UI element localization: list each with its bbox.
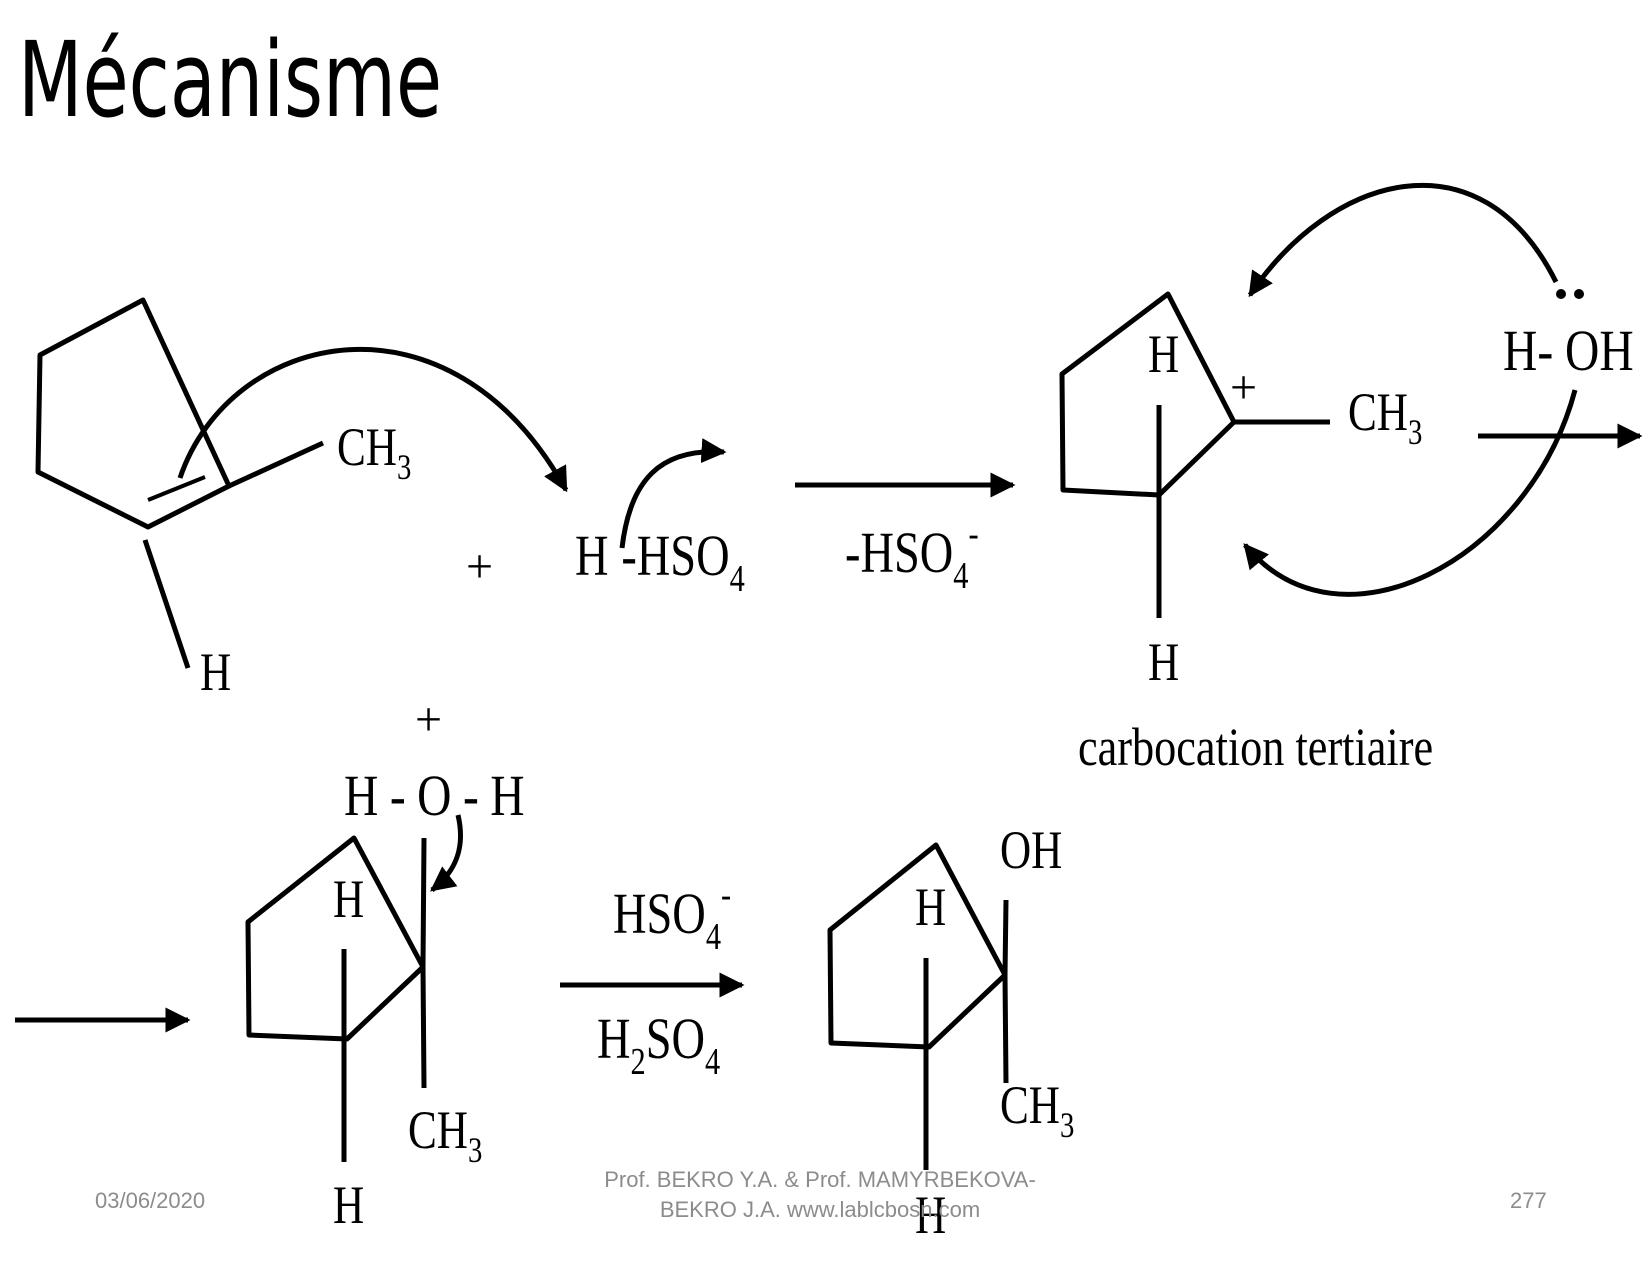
double-bond-inner [147,475,206,502]
alcohol-h-bottom: H [915,1184,946,1245]
oxonium-methyl-bond [420,966,427,1089]
slide-title: Mécanisme [18,19,443,141]
footer-authors: Prof. BEKRO Y.A. & Prof. MAMYRBEKOVA- BE… [560,1165,1080,1225]
footer-date: 03/06/2020 [95,1188,206,1213]
alcohol-h-top: H [915,876,946,937]
alcohol-methyl-bond [1002,974,1009,1084]
cyclopentene-ring [35,297,232,530]
alcohol-methyl-label: CH3 [1000,1074,1074,1145]
curved-arrow-bond-to-hso4 [619,438,727,549]
carbocation-ring [1059,291,1237,498]
oxonium-label: H-O-H [344,765,525,828]
footer-page-number: 277 [1510,1188,1547,1213]
methyl-bond [227,440,325,489]
carbocation-h-bottom: H [1148,631,1179,692]
curved-arrow-pi-to-h [177,346,569,493]
alcohol-product-molecule [827,842,1009,1170]
oxonium-ring [245,835,426,1042]
methylcyclopentene-molecule [35,297,325,669]
oxonium-o-bond [420,837,427,968]
oxonium-h-bottom: H [333,1174,364,1235]
curved-arrow-back-attack [1243,389,1578,597]
plus-sign-1: + [466,540,493,593]
h2so4-product-label: H2SO4 [597,1007,720,1083]
footer-authors-line-1: Prof. BEKRO Y.A. & Prof. MAMYRBEKOVA- [604,1167,1036,1192]
h-label-alkene: H [200,641,231,702]
footer-authors-line-2: BEKRO J.A. www.lablcbosn.com [659,1197,981,1222]
h-bond [142,539,191,669]
alcohol-oh-label: OH [1000,819,1062,880]
hso4-reagent-label: HSO4- [613,874,731,958]
curved-arrow-water-attack [1247,182,1559,298]
water-label: H- OH [1503,320,1634,383]
minus-hso4-label: -HSO4- [845,513,979,597]
carbocation-charge: + [1230,361,1257,414]
alcohol-ring [827,842,1008,1050]
oxonium-molecule [245,835,427,1162]
oxygen-lone-pair [1556,289,1584,299]
methyl-label: CH3 [337,416,411,487]
carbocation-caption: carbocation tertiaire [1078,717,1433,777]
oxonium-methyl-label: CH3 [408,1099,482,1170]
carbocation-molecule [1059,291,1330,618]
oxonium-charge: + [415,693,442,746]
oxonium-h-top: H [333,868,364,929]
curved-arrow-oh-bond-to-o [430,814,463,892]
carbocation-h-top: H [1148,323,1179,384]
sulfuric-acid-label: H-HSO4 [575,524,745,600]
alcohol-oh-bond [1002,899,1009,976]
carbocation-methyl-label: CH3 [1348,381,1422,452]
